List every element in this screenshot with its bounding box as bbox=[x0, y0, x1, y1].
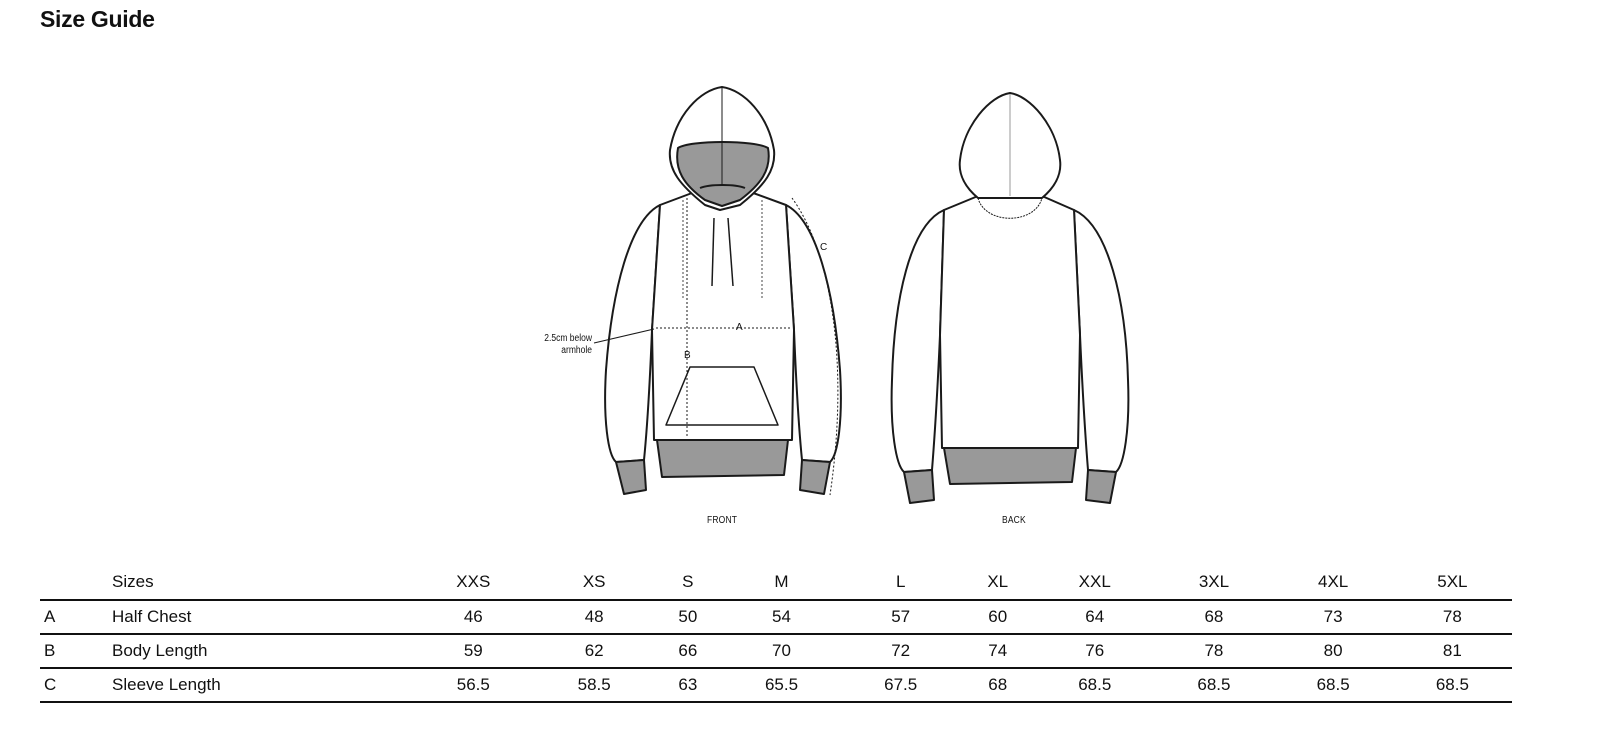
size-5xl: 5XL bbox=[1437, 572, 1468, 591]
armhole-note-line2: armhole bbox=[561, 345, 592, 356]
cell: 73 bbox=[1323, 607, 1343, 626]
measurement-a-label: A bbox=[736, 322, 743, 333]
cell: 68.5 bbox=[1078, 675, 1112, 694]
cell: 76 bbox=[1085, 641, 1105, 660]
size-4xl: 4XL bbox=[1318, 572, 1349, 591]
size-table: Sizes XXS XS S M L XL XXL 3XL 4XL 5XL A … bbox=[40, 565, 1512, 703]
cell: 72 bbox=[891, 641, 911, 660]
cell: 80 bbox=[1323, 641, 1343, 660]
hoodie-diagram bbox=[593, 86, 1130, 504]
note-leader-line bbox=[593, 328, 655, 344]
cell: 56.5 bbox=[456, 675, 490, 694]
cell: 68.5 bbox=[1197, 675, 1231, 694]
cell: 66 bbox=[678, 641, 698, 660]
row-code: A bbox=[44, 607, 56, 626]
cell: 58.5 bbox=[577, 675, 611, 694]
row-name: Sleeve Length bbox=[112, 675, 221, 694]
measurement-c-label: C bbox=[820, 242, 828, 253]
table-row-half-chest: A Half Chest 46 48 50 54 57 60 64 68 73 … bbox=[40, 600, 1512, 634]
cell: 68.5 bbox=[1316, 675, 1350, 694]
cell: 74 bbox=[988, 641, 1008, 660]
front-label: FRONT bbox=[707, 515, 738, 526]
cell: 59 bbox=[463, 641, 483, 660]
size-xxl: XXL bbox=[1078, 572, 1111, 591]
table-row-body-length: B Body Length 59 62 66 70 72 74 76 78 80… bbox=[40, 634, 1512, 668]
row-name: Half Chest bbox=[112, 607, 192, 626]
cell: 63 bbox=[678, 675, 698, 694]
cell: 68.5 bbox=[1435, 675, 1469, 694]
cell: 46 bbox=[463, 607, 483, 626]
cell: 54 bbox=[772, 607, 791, 626]
back-label: BACK bbox=[1002, 515, 1026, 526]
row-name: Body Length bbox=[112, 641, 208, 660]
size-xs: XS bbox=[582, 572, 606, 591]
cell: 50 bbox=[678, 607, 698, 626]
measurement-b-label: B bbox=[684, 350, 691, 361]
table-row-sleeve-length: C Sleeve Length 56.5 58.5 63 65.5 67.5 6… bbox=[40, 668, 1512, 702]
header-sizes-label: Sizes bbox=[112, 572, 154, 591]
size-m: M bbox=[774, 572, 789, 591]
hoodie-back bbox=[890, 92, 1130, 504]
size-l: L bbox=[895, 572, 906, 591]
armhole-note: 2.5cm below armhole bbox=[539, 333, 592, 357]
row-code: C bbox=[44, 675, 57, 694]
cell: 64 bbox=[1085, 607, 1105, 626]
cell: 67.5 bbox=[884, 675, 918, 694]
cell: 70 bbox=[772, 641, 791, 660]
cell: 62 bbox=[584, 641, 604, 660]
cell: 81 bbox=[1442, 641, 1462, 660]
header-code-cell bbox=[40, 565, 112, 600]
page-title: Size Guide bbox=[40, 6, 155, 32]
cell: 78 bbox=[1204, 641, 1224, 660]
cell: 78 bbox=[1442, 607, 1462, 626]
size-s: S bbox=[682, 572, 694, 591]
size-xl: XL bbox=[987, 572, 1009, 591]
row-code: B bbox=[44, 641, 56, 660]
cell: 68 bbox=[988, 675, 1008, 694]
cell: 57 bbox=[891, 607, 911, 626]
measurement-lines bbox=[656, 197, 839, 496]
armhole-note-line1: 2.5cm below bbox=[544, 333, 592, 344]
cell: 48 bbox=[584, 607, 604, 626]
size-xxs: XXS bbox=[456, 572, 491, 591]
size-header-row: Sizes XXS XS S M L XL XXL 3XL 4XL 5XL bbox=[40, 565, 1512, 600]
cell: 60 bbox=[988, 607, 1008, 626]
hoodie-front bbox=[604, 86, 842, 495]
cell: 68 bbox=[1204, 607, 1224, 626]
cell: 65.5 bbox=[764, 675, 799, 694]
size-3xl: 3XL bbox=[1198, 572, 1230, 591]
